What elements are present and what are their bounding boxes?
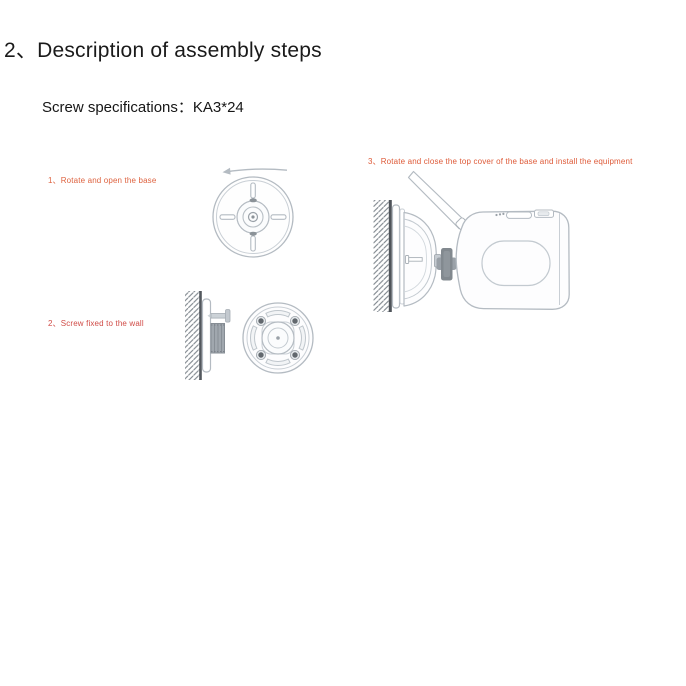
base-wall-mount-diagram [185, 291, 314, 380]
camera-installed-diagram [373, 170, 570, 312]
mount-screws [256, 316, 301, 361]
wall-anchor-threads [210, 323, 225, 354]
base-top-view-diagram [212, 167, 294, 258]
mount-plate [391, 204, 405, 309]
mount-plate-side-view [201, 298, 212, 373]
screw-spec-text: Screw specifications：KA3*24 [42, 99, 244, 116]
top-panel-details [495, 209, 554, 219]
base-slots [219, 182, 287, 252]
step-1-label: 1、Rotate and open the base [48, 176, 157, 185]
swivel-joint [434, 248, 457, 281]
speaker-outline [481, 240, 551, 287]
base-center-hub [236, 198, 270, 236]
base-front-view [242, 302, 314, 374]
wall-section [373, 200, 392, 312]
screw-icon [207, 309, 231, 323]
wall-section [185, 291, 202, 380]
step-2-label: 2、Screw fixed to the wall [48, 319, 144, 328]
rotate-arrow-icon [222, 167, 288, 175]
step-3-label: 3、Rotate and close the top cover of the … [368, 157, 633, 166]
camera-body [455, 209, 570, 310]
dome-base [403, 211, 437, 307]
dome-screw-icon [405, 255, 423, 264]
page-title: 2、Description of assembly steps [4, 39, 322, 63]
